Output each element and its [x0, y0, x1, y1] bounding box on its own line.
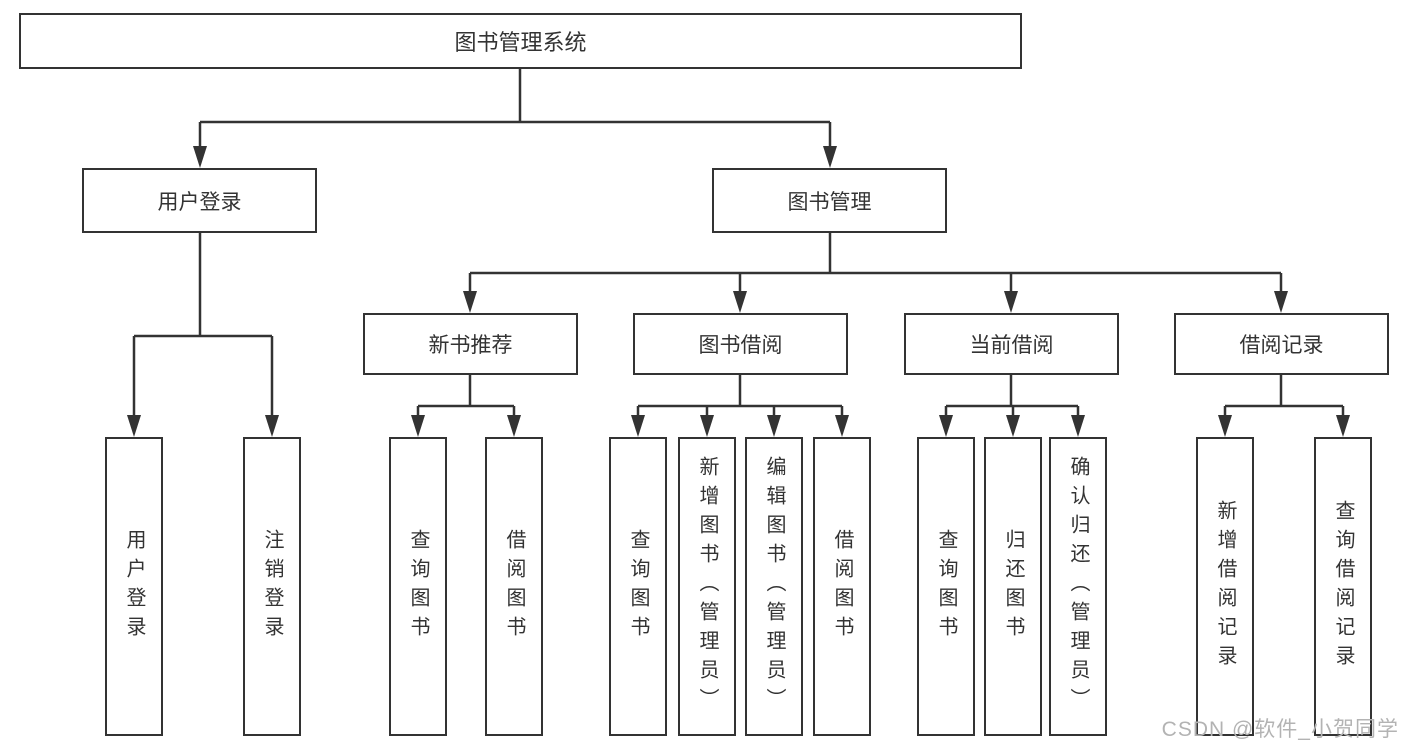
leaf-borrow-books-borrowing: 借阅图书	[813, 437, 871, 736]
leaf-label: 查询图书	[407, 528, 429, 645]
leaf-user-login: 用户登录	[105, 437, 163, 736]
leaf-label: 借阅图书	[831, 528, 853, 645]
leaf-query-borrow-record: 查询借阅记录	[1314, 437, 1372, 736]
leaf-query-books-current: 查询图书	[917, 437, 975, 736]
node-user-login: 用户登录	[82, 168, 317, 233]
leaf-confirm-return-admin: 确认归还（管理员）	[1049, 437, 1107, 736]
node-book-borrowing: 图书借阅	[633, 313, 848, 375]
leaf-label: 查询借阅记录	[1332, 499, 1354, 674]
leaf-borrow-books-recommend: 借阅图书	[485, 437, 543, 736]
leaf-label: 新增借阅记录	[1214, 499, 1236, 674]
node-current-borrowing: 当前借阅	[904, 313, 1119, 375]
leaf-label: 编辑图书（管理员）	[763, 456, 785, 717]
node-new-book-recommendation: 新书推荐	[363, 313, 578, 375]
leaf-label: 查询图书	[627, 528, 649, 645]
node-borrowing-records: 借阅记录	[1174, 313, 1389, 375]
node-book-management: 图书管理	[712, 168, 947, 233]
node-library-management-system: 图书管理系统	[19, 13, 1022, 69]
leaf-label: 查询图书	[935, 528, 957, 645]
leaf-return-book: 归还图书	[984, 437, 1042, 736]
leaf-label: 新增图书（管理员）	[696, 456, 718, 717]
leaf-logout: 注销登录	[243, 437, 301, 736]
leaf-label: 借阅图书	[503, 528, 525, 645]
leaf-label: 注销登录	[261, 528, 283, 645]
leaf-label: 确认归还（管理员）	[1067, 456, 1089, 717]
leaf-query-books-recommend: 查询图书	[389, 437, 447, 736]
leaf-label: 用户登录	[123, 528, 145, 645]
leaf-add-borrow-record: 新增借阅记录	[1196, 437, 1254, 736]
leaf-query-books-borrowing: 查询图书	[609, 437, 667, 736]
leaf-label: 归还图书	[1002, 528, 1024, 645]
leaf-edit-book-admin: 编辑图书（管理员）	[745, 437, 803, 736]
leaf-add-book-admin: 新增图书（管理员）	[678, 437, 736, 736]
